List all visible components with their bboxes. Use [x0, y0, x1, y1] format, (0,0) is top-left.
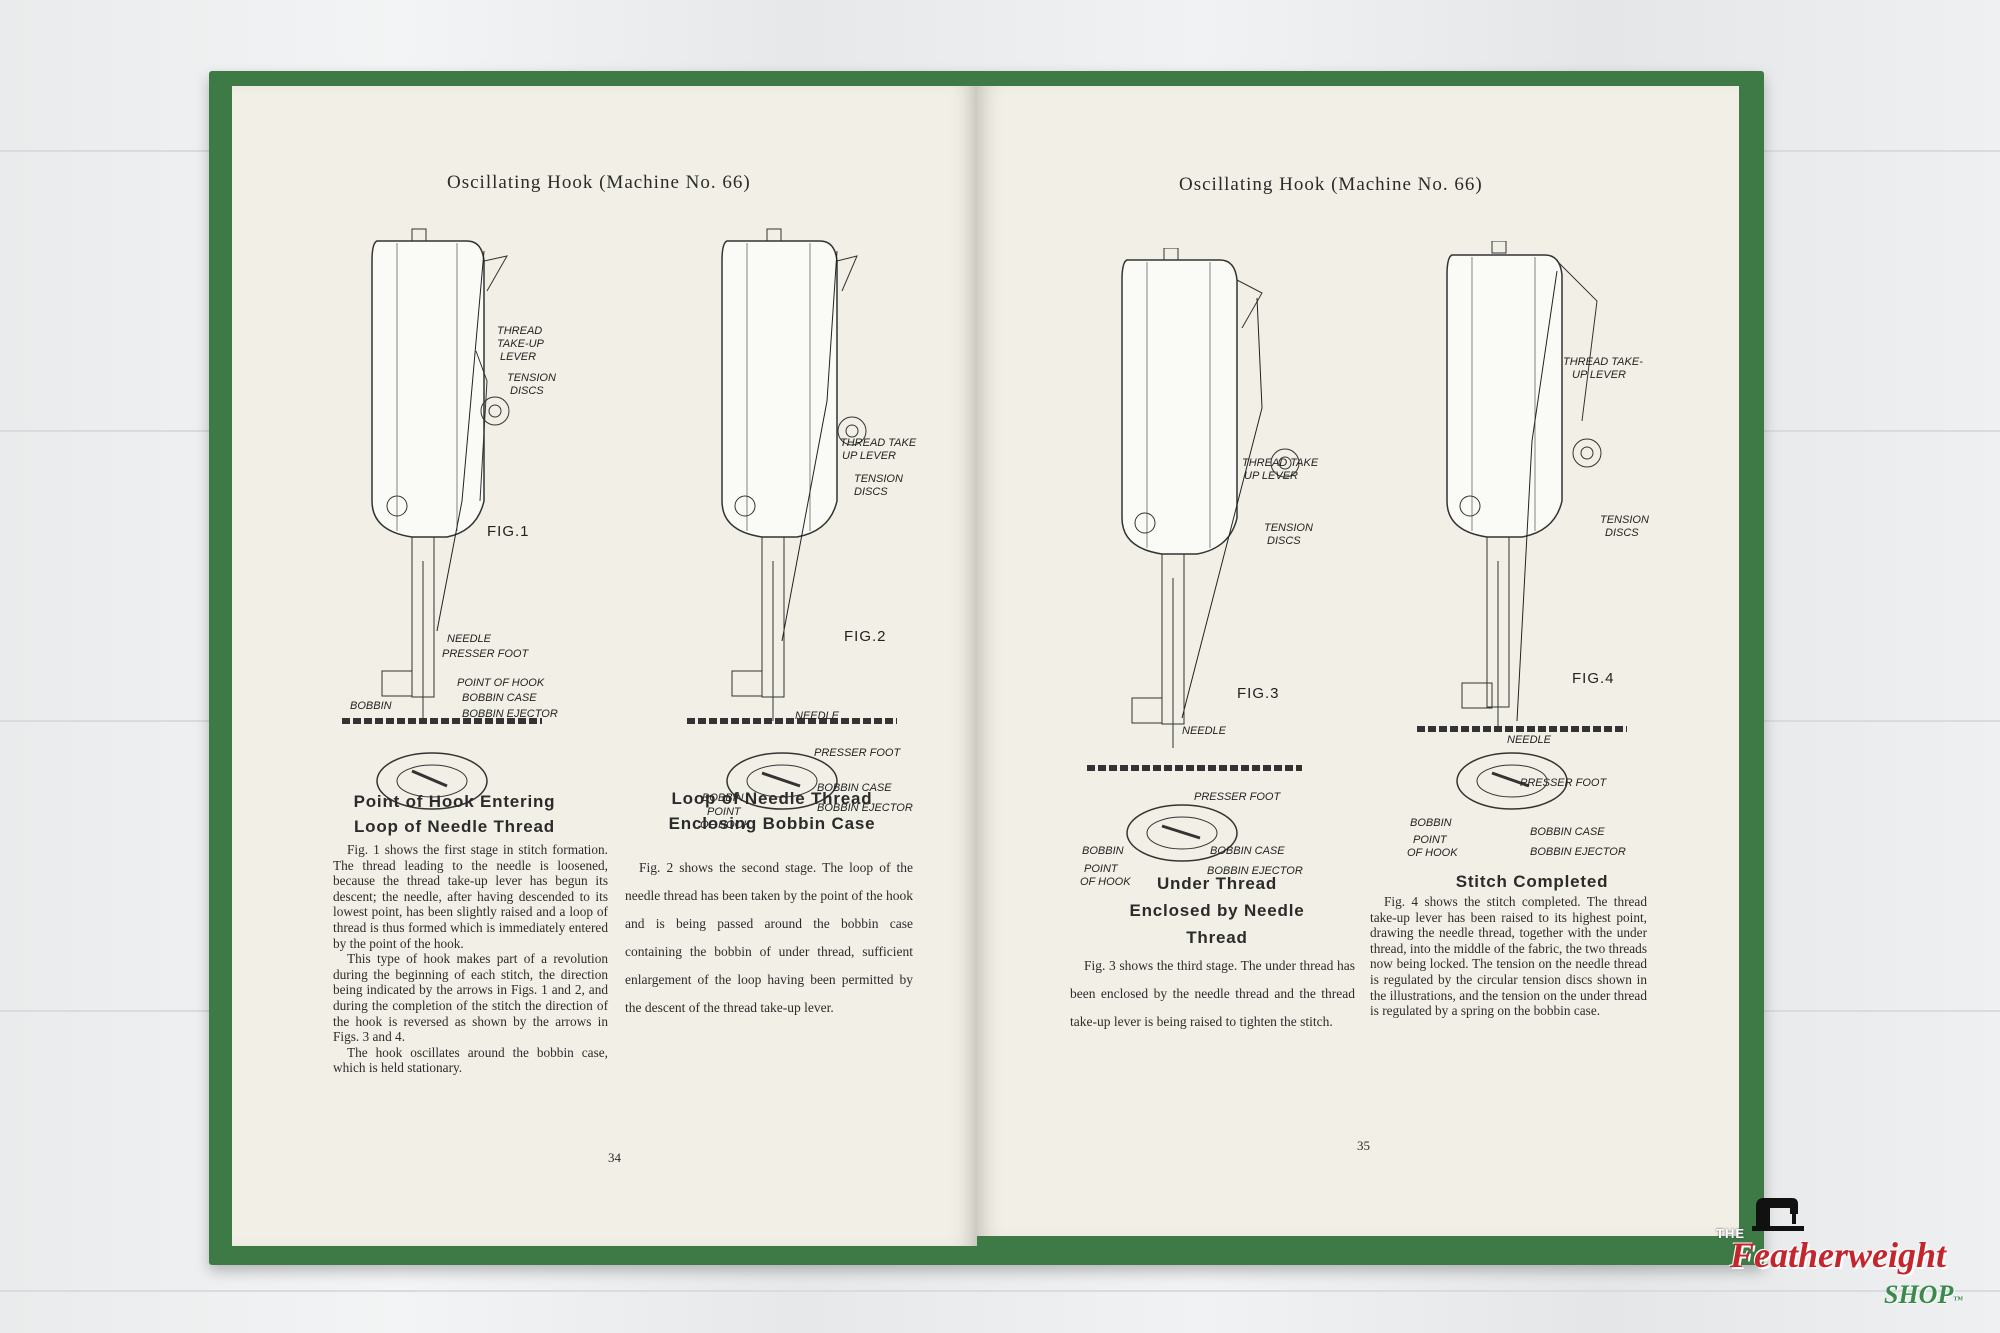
caption-fig-3: Under Thread Enclosed by Needle Thread: [1129, 874, 1305, 947]
figure-1-label: FIG.1: [487, 523, 530, 540]
label-bobbin-case: BOBBIN CASE: [817, 782, 892, 794]
label-discs: DISCS: [854, 486, 888, 498]
figure-3-label: FIG.3: [1237, 685, 1280, 702]
figure-2-label: FIG.2: [844, 628, 887, 645]
label-tension: TENSION: [1264, 522, 1313, 534]
label-of-hook: OF HOOK: [700, 819, 751, 831]
logo-name: Featherweight: [1730, 1235, 1947, 1275]
left-page: Oscillating Hook (Machine No. 66) THREAD…: [232, 86, 977, 1246]
featherweight-shop-logo: THE Featherweight SHOP™: [1708, 1188, 1988, 1328]
page-number: 35: [1357, 1138, 1370, 1153]
label-of-hook: OF HOOK: [1080, 876, 1131, 888]
label-bobbin-ejector: BOBBIN EJECTOR: [1207, 865, 1303, 877]
label-take-up: TAKE-UP: [497, 338, 545, 350]
label-needle: NEEDLE: [795, 710, 840, 722]
page-header: Oscillating Hook (Machine No. 66): [447, 172, 751, 193]
label-discs: DISCS: [510, 385, 544, 397]
caption-fig-2: Loop of Needle Thread Enclosing Bobbin C…: [668, 789, 876, 833]
body-text-fig-1: Fig. 1 shows the first stage in stitch f…: [333, 842, 608, 1076]
label-presser-foot: PRESSER FOOT: [1520, 777, 1607, 789]
page-header: Oscillating Hook (Machine No. 66): [1179, 174, 1483, 195]
page-number: 34: [608, 1150, 621, 1165]
label-bobbin-ejector: BOBBIN EJECTOR: [462, 708, 558, 720]
caption-fig-1: Point of Hook Entering Loop of Needle Th…: [353, 792, 556, 836]
right-page: Oscillating Hook (Machine No. 66) THREAD…: [977, 86, 1739, 1236]
label-up-lever: UP LEVER: [1244, 470, 1298, 482]
label-needle: NEEDLE: [1507, 734, 1552, 746]
label-thread-take: THREAD TAKE-: [1563, 356, 1643, 368]
label-bobbin: BOBBIN: [702, 792, 744, 804]
sewing-machine-head-illustration: THREAD TAKE-UP LEVER TENSION DISCS FIG.1…: [342, 228, 558, 810]
body-text-fig-4: Fig. 4 shows the stitch completed. The t…: [1370, 894, 1647, 1019]
body-text-fig-2: Fig. 2 shows the second stage. The loop …: [625, 860, 913, 1015]
label-up-lever: UP LEVER: [1572, 369, 1626, 381]
label-bobbin-ejector: BOBBIN EJECTOR: [817, 802, 913, 814]
label-of-hook: OF HOOK: [1407, 847, 1458, 859]
label-bobbin-case: BOBBIN CASE: [1530, 826, 1605, 838]
body-text-fig-3: Fig. 3 shows the third stage. The under …: [1070, 958, 1355, 1029]
label-bobbin: BOBBIN: [1410, 817, 1452, 829]
logo-the: THE: [1716, 1226, 1745, 1241]
label-lever: LEVER: [500, 351, 536, 363]
label-point: POINT: [707, 806, 742, 818]
figure-1: THREAD TAKE-UP LEVER TENSION DISCS FIG.1…: [272, 201, 617, 851]
label-needle: NEEDLE: [447, 633, 492, 645]
label-discs: DISCS: [1267, 535, 1301, 547]
label-tension: TENSION: [854, 473, 903, 485]
figure-4-label: FIG.4: [1572, 670, 1615, 687]
label-bobbin: BOBBIN: [1082, 845, 1124, 857]
label-point: POINT: [1084, 863, 1119, 875]
label-bobbin: BOBBIN: [350, 700, 392, 712]
sewing-machine-head-illustration: THREAD TAKE- UP LEVER TENSION DISCS FIG.…: [1407, 240, 1649, 859]
label-bobbin-ejector: BOBBIN EJECTOR: [1530, 846, 1626, 858]
label-discs: DISCS: [1605, 527, 1639, 539]
label-bobbin-case: BOBBIN CASE: [1210, 845, 1285, 857]
label-bobbin-case: BOBBIN CASE: [462, 692, 537, 704]
figure-3: THREAD TAKE UP LEVER TENSION DISCS FIG.3…: [1042, 247, 1372, 898]
label-point: POINT: [1413, 834, 1448, 846]
label-thread-take: THREAD TAKE: [840, 437, 917, 449]
sewing-machine-head-illustration: THREAD TAKE UP LEVER TENSION DISCS FIG.3…: [1080, 247, 1319, 888]
logo-shop: SHOP™: [1884, 1280, 1964, 1309]
label-presser-foot: PRESSER FOOT: [1194, 791, 1281, 803]
sewing-machine-icon: [1752, 1198, 1804, 1231]
label-presser-foot: PRESSER FOOT: [442, 648, 529, 660]
figure-4: THREAD TAKE- UP LEVER TENSION DISCS FIG.…: [1367, 240, 1712, 881]
label-tension: TENSION: [507, 372, 556, 384]
caption-fig-4: Stitch Completed: [1455, 872, 1609, 891]
label-tension: TENSION: [1600, 514, 1649, 526]
label-needle: NEEDLE: [1182, 725, 1227, 737]
sewing-machine-head-illustration: THREAD TAKE UP LEVER TENSION DISCS FIG.2…: [687, 228, 917, 831]
label-presser-foot: PRESSER FOOT: [814, 747, 901, 759]
label-thread-take: THREAD TAKE: [1242, 457, 1319, 469]
figure-2: THREAD TAKE UP LEVER TENSION DISCS FIG.2…: [632, 201, 972, 851]
label-point-of-hook: POINT OF HOOK: [457, 677, 545, 689]
label-thread: THREAD: [497, 325, 542, 337]
label-up-lever: UP LEVER: [842, 450, 896, 462]
